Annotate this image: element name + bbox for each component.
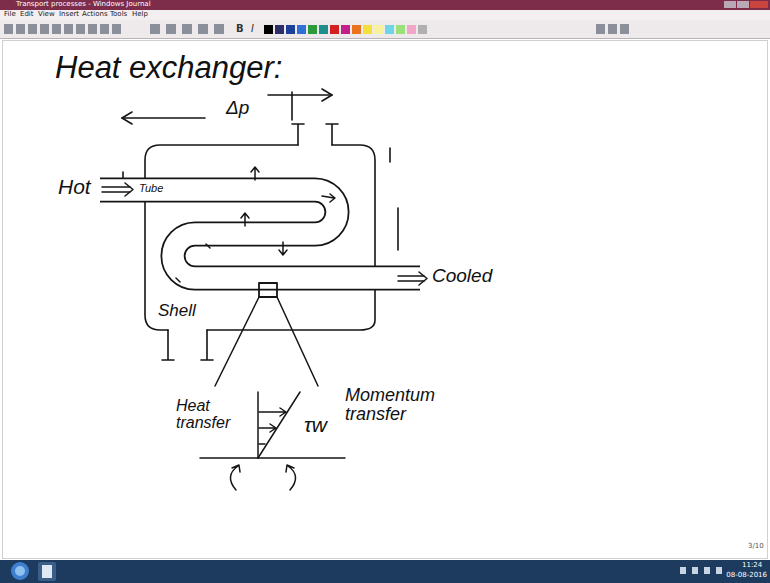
menu-item: Actions	[82, 11, 108, 18]
menu-item: Edit	[20, 11, 34, 18]
page-heading: Heat exchanger:	[55, 52, 282, 85]
wall-shear-label: τw	[304, 414, 327, 436]
menu-item: Help	[132, 11, 148, 18]
italic-button: I	[251, 24, 254, 35]
momentum-transfer-label: Momentum transfer	[345, 386, 470, 424]
menu-item: Insert	[59, 11, 79, 18]
cooled-outlet-label: Cooled	[432, 266, 492, 286]
heat-transfer-label: Heat transfer	[176, 398, 248, 432]
menu-item: File	[4, 11, 16, 18]
clock-time: 11:24	[742, 562, 762, 569]
tube-label: Tube	[139, 183, 163, 195]
pressure-drop-label: Δp	[226, 98, 249, 118]
page-number: 3/10	[748, 543, 764, 550]
menu-item: Tools	[110, 11, 127, 18]
menu-item: View	[38, 11, 55, 18]
window-title: Transport processes - Windows Journal	[16, 1, 151, 8]
shell-label: Shell	[158, 302, 196, 320]
hot-inlet-label: Hot	[58, 176, 91, 198]
clock-date: 08-08-2016	[726, 572, 767, 579]
bold-button: B	[236, 24, 244, 35]
